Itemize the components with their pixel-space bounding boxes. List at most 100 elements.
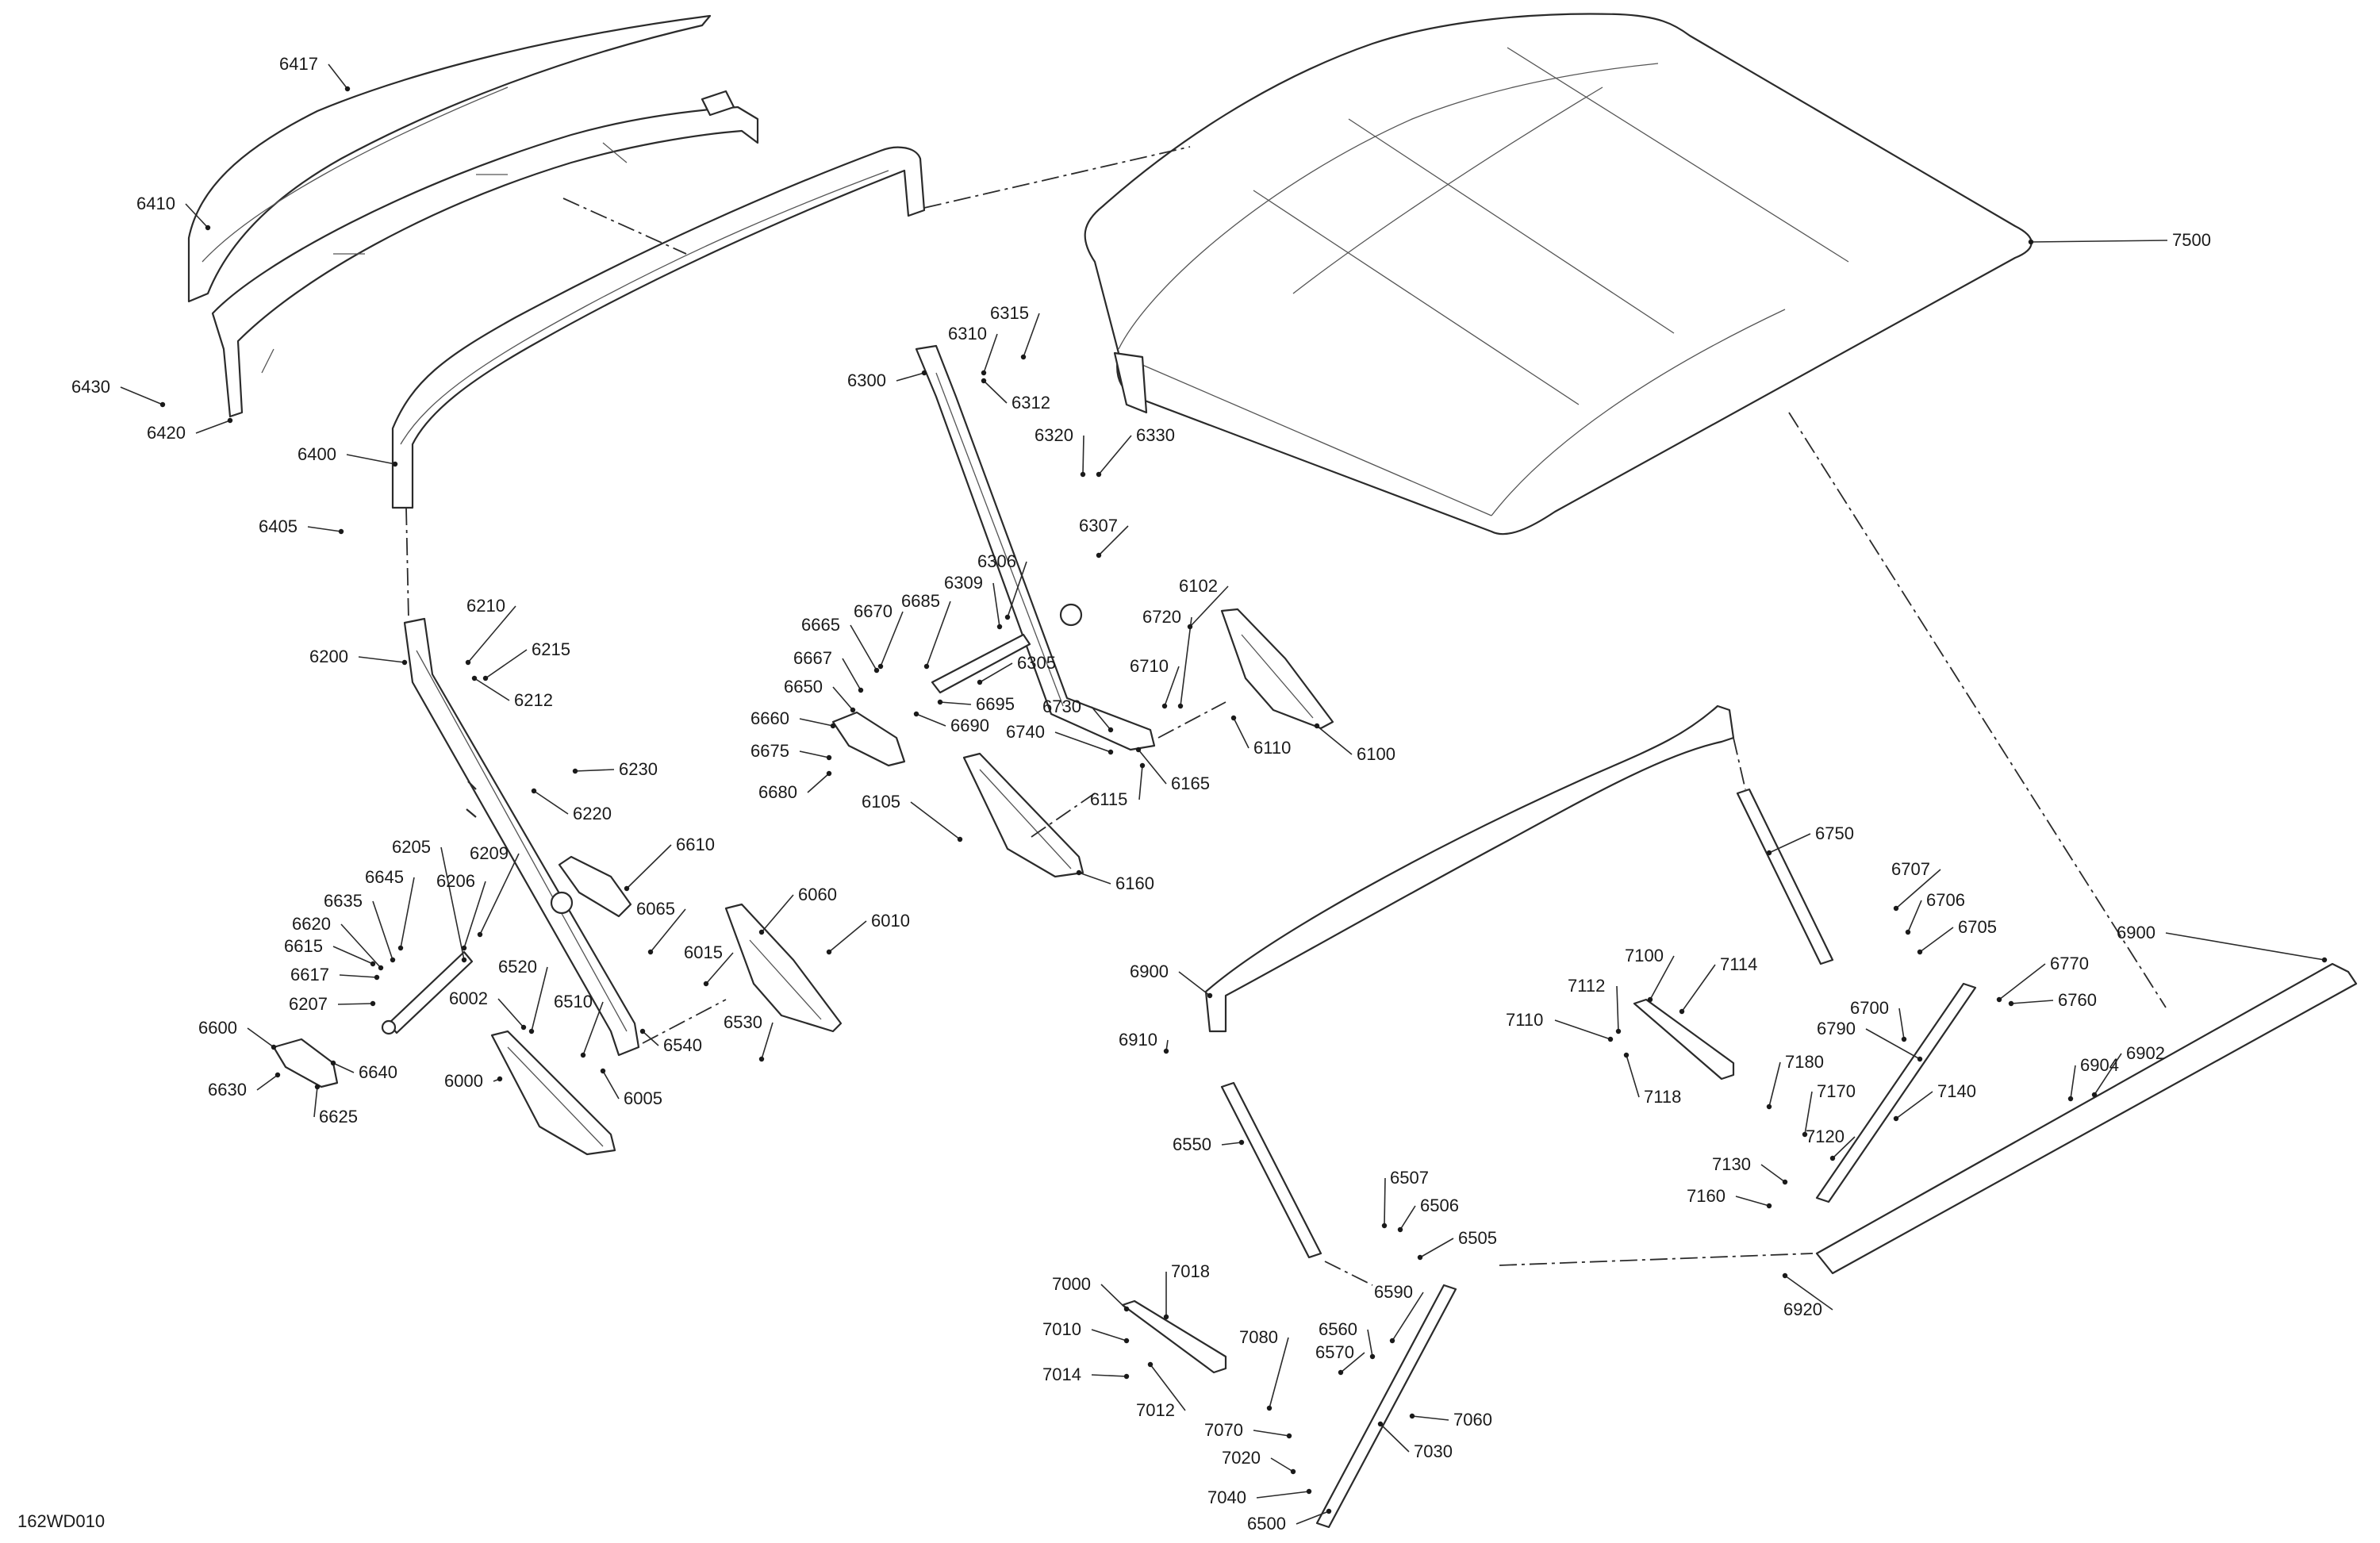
fastener-point-6230	[572, 768, 578, 774]
left-door-panel	[490, 1030, 616, 1156]
callout-label-6410: 6410	[136, 194, 175, 213]
fastener-point-6005	[600, 1068, 606, 1074]
callout-leader-6115	[1138, 765, 1143, 800]
fastener-point-6115	[1139, 762, 1146, 769]
callout-leader-6600	[247, 1027, 274, 1048]
callout-label-6200: 6200	[309, 647, 348, 666]
callout-label-6220: 6220	[573, 804, 612, 823]
callout-leader-6920	[1784, 1275, 1833, 1311]
windshield-upper-frame	[1204, 704, 1735, 1033]
callout-leader-6670	[880, 611, 904, 667]
fastener-point-6560	[1369, 1353, 1376, 1360]
callout-leader-7040	[1256, 1491, 1310, 1499]
fastener-point-6900	[2321, 957, 2328, 963]
fastener-point-7080	[1266, 1405, 1273, 1411]
callout-label-6630: 6630	[208, 1080, 247, 1100]
callout-leader-6305	[979, 662, 1013, 683]
callout-label-6770: 6770	[2050, 954, 2089, 973]
callout-label-6670: 6670	[854, 601, 892, 621]
lower-right-pillar	[1315, 1284, 1457, 1529]
callout-leader-7170	[1804, 1091, 1813, 1135]
callout-label-7118: 7118	[1644, 1087, 1681, 1107]
callout-leader-6209	[479, 853, 520, 935]
fastener-point-7118	[1623, 1052, 1630, 1058]
fastener-point-7060	[1409, 1413, 1415, 1419]
callout-label-6685: 6685	[901, 591, 940, 611]
callout-leader-6707	[1895, 869, 1941, 909]
callout-label-6506: 6506	[1420, 1196, 1459, 1215]
callout-label-6550: 6550	[1173, 1134, 1211, 1154]
callout-leader-6540	[642, 1031, 659, 1046]
fastener-point-6310	[981, 370, 987, 376]
fastener-point-6000	[497, 1076, 503, 1082]
rear-door-panel	[962, 752, 1084, 878]
callout-leader-6309	[992, 582, 1000, 628]
callout-label-6900: 6900	[1130, 961, 1169, 981]
callout-label-6306: 6306	[977, 551, 1016, 571]
callout-leader-6790	[1865, 1028, 1921, 1060]
fastener-point-6417	[344, 86, 351, 92]
callout-leader-6690	[916, 713, 946, 727]
callout-label-6115: 6115	[1090, 789, 1127, 809]
callout-leader-6306	[1007, 561, 1027, 618]
callout-label-7010: 7010	[1042, 1319, 1081, 1339]
callout-label-7110: 7110	[1506, 1010, 1543, 1030]
callout-label-6305: 6305	[1017, 653, 1056, 673]
callout-leader-6215	[485, 649, 528, 679]
callout-leader-6206	[463, 881, 486, 949]
left-front-gas-strut	[381, 950, 474, 1035]
callout-label-6510: 6510	[554, 992, 593, 1011]
callout-label-7030: 7030	[1414, 1441, 1453, 1461]
callout-labels: 6417641064306420640064056200621062156212…	[71, 54, 2211, 1533]
callout-label-6720: 6720	[1142, 607, 1181, 627]
callout-leader-6165	[1138, 749, 1167, 785]
callout-leader-6160	[1078, 872, 1111, 885]
fastener-point-6400	[392, 461, 398, 467]
fastener-point-7040	[1306, 1488, 1312, 1495]
callout-label-6790: 6790	[1817, 1019, 1856, 1038]
fastener-point-6506	[1397, 1226, 1403, 1233]
fastener-point-6002	[520, 1024, 527, 1031]
callout-label-6590: 6590	[1374, 1282, 1413, 1302]
fastener-point-7130	[1782, 1179, 1788, 1185]
callout-leader-6550	[1221, 1142, 1242, 1146]
callout-leader-6590	[1392, 1292, 1424, 1341]
fastener-point-6210	[465, 659, 471, 666]
callout-label-6610: 6610	[676, 835, 715, 854]
fastener-point-6665	[873, 667, 880, 674]
callout-leader-6635	[372, 900, 393, 961]
callout-leader-6700	[1898, 1008, 1905, 1040]
callout-leader-7120	[1832, 1136, 1856, 1159]
callout-leader-6560	[1367, 1329, 1373, 1357]
callout-label-6706: 6706	[1926, 890, 1965, 910]
fastener-point-6507	[1381, 1223, 1388, 1229]
right-side-rail	[1815, 962, 2358, 1275]
fastener-point-6306	[1004, 614, 1011, 620]
callout-leader-6510	[582, 1001, 604, 1056]
fastener-point-7012	[1147, 1361, 1154, 1368]
fastener-point-6160	[1076, 869, 1082, 876]
callout-label-6570: 6570	[1315, 1342, 1354, 1362]
fastener-point-6300	[921, 370, 927, 376]
callout-label-7018: 7018	[1171, 1261, 1210, 1281]
fastener-point-6770	[1996, 996, 2002, 1003]
callout-label-6635: 6635	[324, 891, 363, 911]
callout-leader-6060	[761, 894, 794, 933]
fastener-point-7500	[2028, 239, 2034, 245]
callout-leader-6500	[1296, 1510, 1330, 1525]
callout-leader-6705	[1919, 927, 1954, 953]
callout-leader-7012	[1150, 1364, 1186, 1411]
callout-label-6105: 6105	[862, 792, 900, 812]
callout-label-6705: 6705	[1958, 917, 1997, 937]
callout-leader-6015	[705, 952, 734, 985]
callout-label-6560: 6560	[1319, 1319, 1357, 1339]
callout-leader-6750	[1768, 833, 1811, 854]
fastener-point-6530	[758, 1056, 765, 1062]
fastener-point-6312	[981, 378, 987, 384]
callout-leader-6100	[1316, 725, 1353, 755]
fastener-point-6309	[996, 624, 1003, 630]
callout-leader-6420	[195, 420, 231, 434]
callout-label-6230: 6230	[619, 759, 658, 779]
callout-leader-6650	[832, 686, 854, 711]
